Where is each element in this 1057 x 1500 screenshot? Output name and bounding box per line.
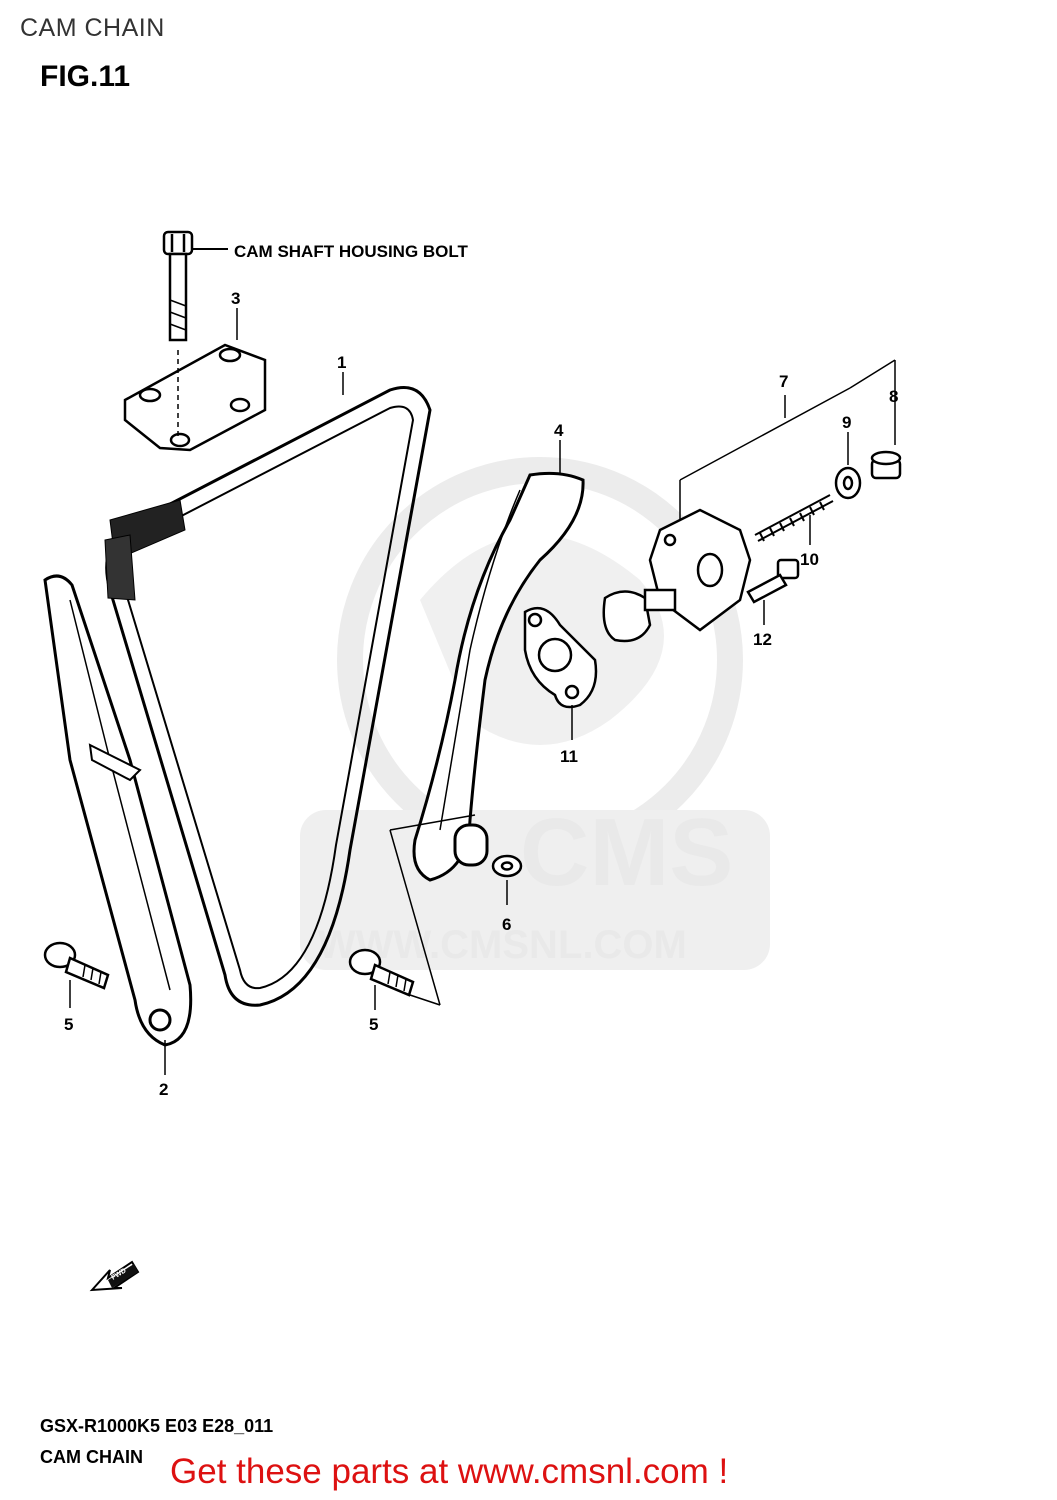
tensioner-guide — [389, 471, 585, 1006]
chain-guide — [43, 574, 193, 1047]
callout-3: 3 — [231, 289, 240, 308]
callout-1: 1 — [337, 353, 346, 372]
camshaft-housing-bolt — [162, 230, 228, 342]
gasket-washer — [834, 432, 862, 500]
footer-code: GSX-R1000K5 E03 E28_011 — [40, 1416, 274, 1436]
callout-5-right: 5 — [369, 1015, 378, 1034]
callout-10: 10 — [800, 550, 819, 569]
callout-9: 9 — [842, 413, 851, 432]
callout-8: 8 — [889, 387, 898, 406]
callout-5-left: 5 — [64, 1015, 73, 1034]
callout-labels: 1 2 3 4 5 5 6 7 8 9 10 11 12 — [64, 289, 898, 1099]
tensioner-spring — [754, 494, 834, 545]
forward-arrow-icon: FWD — [89, 1260, 140, 1292]
tensioner-assembly — [602, 359, 896, 643]
washer — [491, 854, 523, 905]
callout-4: 4 — [554, 421, 564, 440]
camshaft-housing — [123, 343, 267, 452]
promo-link[interactable]: Get these parts at www.cmsnl.com ! — [170, 1452, 729, 1491]
camshaft-bolt-note: CAM SHAFT HOUSING BOLT — [234, 242, 469, 261]
callout-11: 11 — [560, 747, 578, 766]
callout-2: 2 — [159, 1080, 168, 1099]
footer-title: CAM CHAIN — [40, 1447, 143, 1467]
cap-bolt — [870, 360, 902, 480]
guide-bolt-left — [43, 941, 110, 1008]
watermark-brand: CMS — [520, 799, 733, 906]
callout-7: 7 — [779, 372, 788, 391]
page-header-title: CAM CHAIN — [20, 14, 165, 42]
figure-label: FIG.11 — [40, 60, 131, 93]
callout-12: 12 — [753, 630, 772, 649]
callout-6: 6 — [502, 915, 511, 934]
guide-bolt-right — [348, 948, 441, 1010]
gasket — [523, 606, 598, 740]
tensioner-bolt — [746, 558, 800, 625]
cam-chain — [104, 386, 432, 1007]
leader-lines — [164, 308, 561, 1075]
